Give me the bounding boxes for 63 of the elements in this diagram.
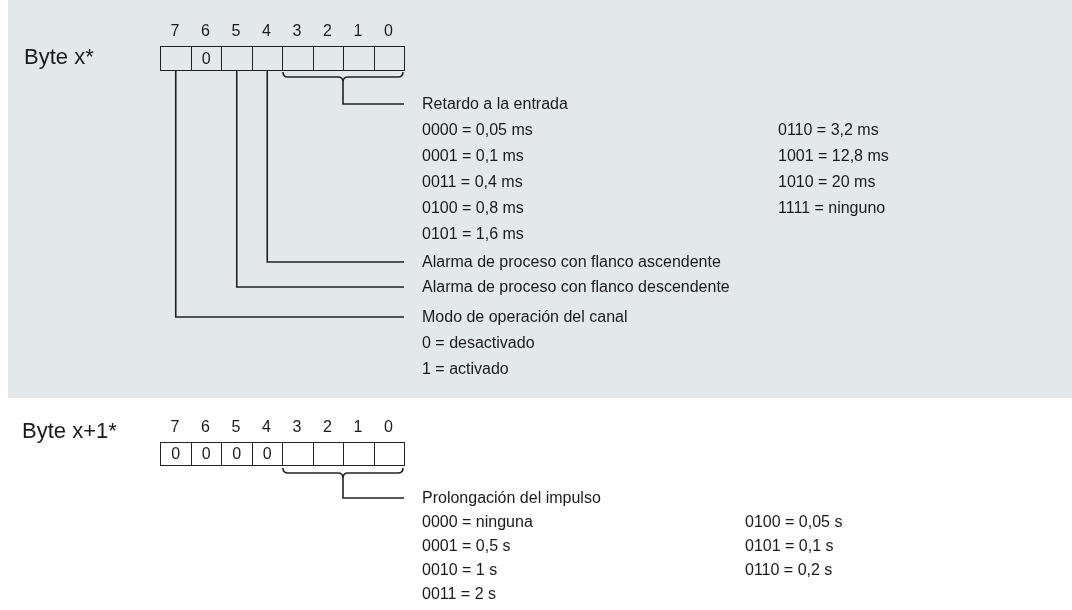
value-text: 0000 = ninguna bbox=[422, 512, 533, 532]
bit-number: 4 bbox=[261, 418, 272, 436]
bit-cell bbox=[251, 46, 283, 71]
bit-number: 6 bbox=[200, 418, 211, 436]
leader-line bbox=[342, 81, 405, 105]
bit-number: 1 bbox=[352, 418, 364, 436]
value-text: 0001 = 0,5 s bbox=[422, 536, 511, 556]
description-heading: Retardo a la entrada bbox=[422, 94, 568, 114]
value-text: 1010 = 20 ms bbox=[778, 172, 876, 192]
bit-number: 4 bbox=[261, 22, 272, 40]
bit-cell bbox=[373, 46, 405, 71]
bit-number: 7 bbox=[169, 418, 181, 436]
value-text: 0110 = 3,2 ms bbox=[778, 120, 879, 140]
leader-line bbox=[266, 70, 405, 263]
value-text: 1111 = ninguno bbox=[778, 198, 886, 218]
value-text: 0100 = 0,8 ms bbox=[422, 198, 524, 218]
bit-number: 3 bbox=[291, 22, 303, 40]
value-text: 0110 = 0,2 s bbox=[745, 560, 833, 580]
panel-background bbox=[8, 0, 1072, 398]
byte-label: Byte x* bbox=[24, 44, 94, 70]
value-text: 0011 = 0,4 ms bbox=[422, 172, 523, 192]
bit-cell bbox=[312, 442, 344, 466]
bit-cell bbox=[282, 442, 314, 466]
value-text: 0101 = 0,1 s bbox=[745, 536, 834, 556]
bit-cell: 0 bbox=[221, 442, 253, 466]
leader-line bbox=[342, 477, 405, 499]
bit-number: 5 bbox=[230, 22, 242, 40]
bit-number: 6 bbox=[200, 22, 211, 40]
bit-cell: 0 bbox=[251, 442, 283, 466]
description-heading: Modo de operación del canal bbox=[422, 307, 628, 327]
bit-cell bbox=[282, 46, 314, 71]
description-heading: Alarma de proceso con flanco ascendente bbox=[422, 252, 721, 272]
description-heading: Prolongación del impulso bbox=[422, 488, 601, 508]
bit-cell: 0 bbox=[190, 46, 222, 71]
bit-number: 2 bbox=[322, 418, 333, 436]
leader-line bbox=[235, 70, 405, 288]
bit-number: 5 bbox=[230, 418, 242, 436]
value-text: 1001 = 12,8 ms bbox=[778, 146, 889, 166]
value-text: 0011 = 2 s bbox=[422, 584, 496, 604]
bit-number: 3 bbox=[291, 418, 303, 436]
bit-cell bbox=[221, 46, 253, 71]
bit-cell bbox=[343, 46, 375, 71]
value-text: 0100 = 0,05 s bbox=[745, 512, 843, 532]
value-text: 1 = activado bbox=[422, 359, 509, 379]
byte-label: Byte x+1* bbox=[22, 418, 117, 444]
value-text: 0000 = 0,05 ms bbox=[422, 120, 533, 140]
bit-number: 0 bbox=[383, 22, 394, 40]
bit-cell bbox=[373, 442, 405, 466]
bit-cell bbox=[343, 442, 375, 466]
bit-number: 2 bbox=[322, 22, 333, 40]
bit-cell bbox=[160, 46, 192, 71]
bit-cell: 0 bbox=[190, 442, 222, 466]
bit-cell bbox=[312, 46, 344, 71]
leader-line bbox=[174, 70, 405, 318]
description-heading: Alarma de proceso con flanco descendente bbox=[422, 277, 730, 297]
value-text: 0101 = 1,6 ms bbox=[422, 224, 524, 244]
bit-number: 1 bbox=[352, 22, 364, 40]
value-text: 0 = desactivado bbox=[422, 333, 535, 353]
bit-cell: 0 bbox=[160, 442, 192, 466]
value-text: 0010 = 1 s bbox=[422, 560, 498, 580]
bit-number: 7 bbox=[169, 22, 181, 40]
value-text: 0001 = 0,1 ms bbox=[422, 146, 524, 166]
bit-number: 0 bbox=[383, 418, 394, 436]
